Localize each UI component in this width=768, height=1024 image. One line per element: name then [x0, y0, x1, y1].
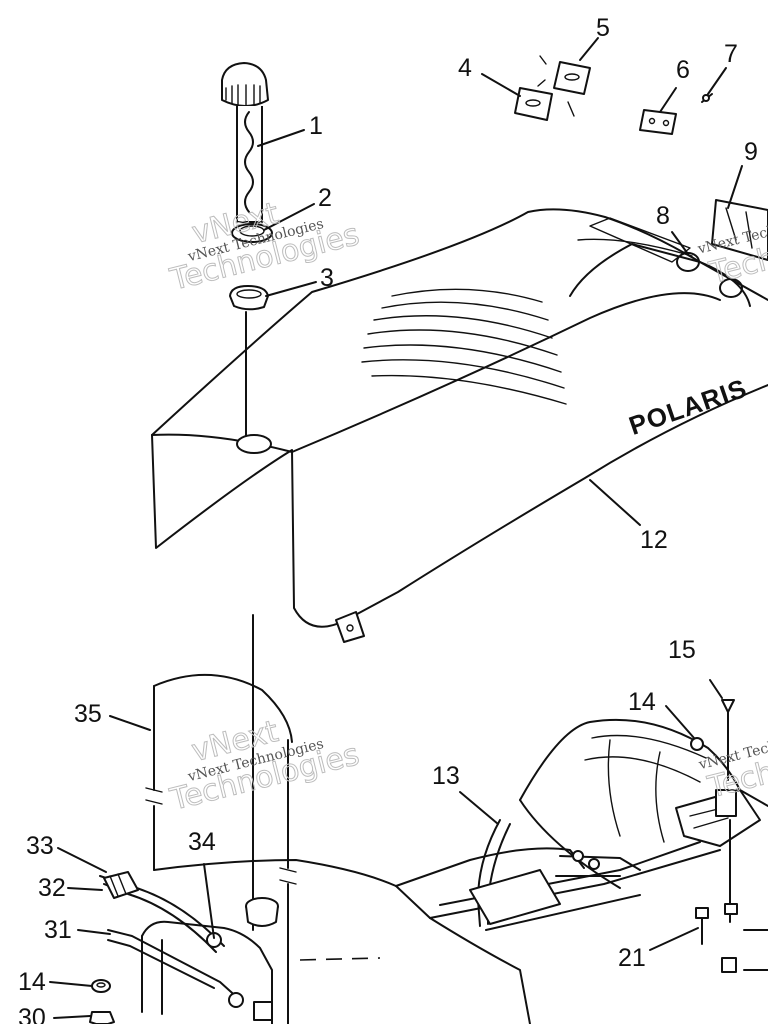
callout-31: 31: [44, 916, 72, 944]
callout-2: 2: [318, 184, 332, 212]
mount-plate-6: [639, 109, 677, 135]
rubber-pad-4: [514, 87, 553, 121]
screw-15: [721, 699, 735, 781]
callout-7: 7: [724, 40, 738, 68]
seat-assembly: [151, 208, 768, 643]
nut-30: [89, 1011, 115, 1024]
callout-14-lower: 14: [18, 968, 46, 996]
fuel-tank: [141, 841, 721, 1024]
rubber-pad-5: [537, 55, 591, 117]
fuel-cap-gauge: [221, 62, 269, 223]
callout-3: 3: [320, 264, 334, 292]
callout-34: 34: [188, 828, 216, 856]
latch-bracket-9: [711, 199, 768, 261]
callout-1: 1: [309, 112, 323, 140]
fuel-lines: [99, 871, 273, 1021]
nut-14-lower: [91, 979, 111, 993]
callout-21: 21: [618, 944, 646, 972]
callout-33: 33: [26, 832, 54, 860]
grommet: [231, 223, 273, 243]
callout-4: 4: [458, 54, 472, 82]
leader-lines: [49, 37, 743, 1019]
callout-12: 12: [640, 526, 668, 554]
callout-6: 6: [676, 56, 690, 84]
callout-labels: 1 2 3 4 5 6 7 8 9 12 13 14 15 21 35 34 3…: [18, 14, 758, 1024]
watermark-lower: vNext Technologies vNext Technologies: [166, 713, 363, 818]
callout-32: 32: [38, 874, 66, 902]
bushing: [229, 285, 269, 311]
nut-14-upper: [690, 737, 704, 751]
callout-8: 8: [656, 202, 670, 230]
bolt-right: [721, 819, 768, 973]
callout-9: 9: [744, 138, 758, 166]
svg-text:POLARIS: POLARIS: [625, 373, 751, 441]
callout-13: 13: [432, 762, 460, 790]
callout-35: 35: [74, 700, 102, 728]
screw-7: [701, 93, 713, 103]
watermark-right-lower: Technologies vNext Technologies: [696, 724, 768, 806]
bolt-21: [695, 907, 709, 945]
polaris-logo: POLARIS: [625, 373, 751, 441]
callout-15: 15: [668, 636, 696, 664]
throttle-cable: [469, 819, 641, 927]
callout-30: 30: [18, 1004, 46, 1024]
tank-shroud: [145, 673, 297, 1024]
callout-5: 5: [596, 14, 610, 42]
engine-housing: [519, 718, 768, 889]
callout-14-upper: 14: [628, 688, 656, 716]
